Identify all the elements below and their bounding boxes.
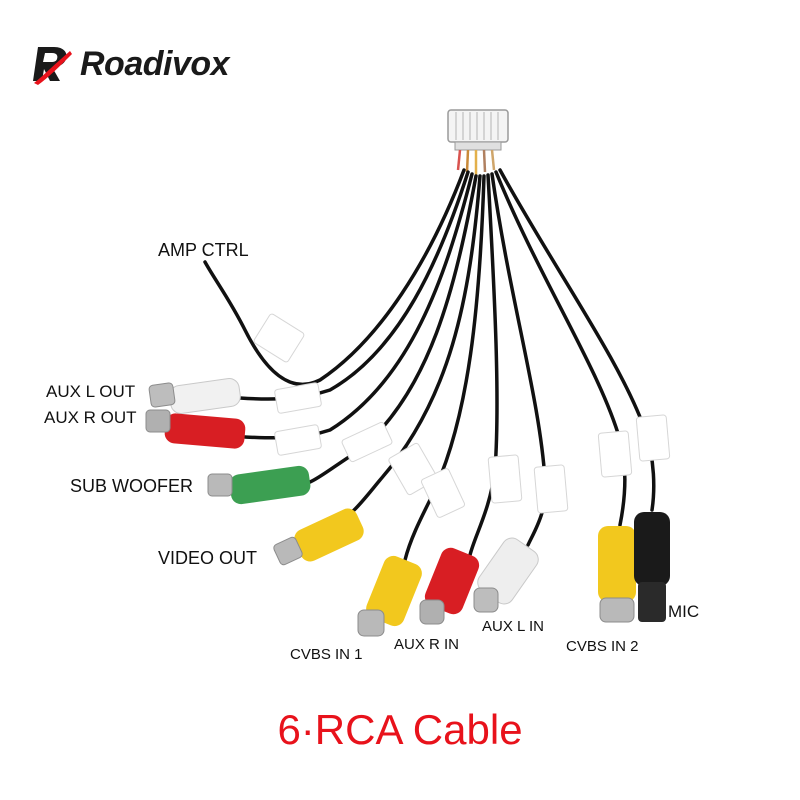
label-amp-ctrl: AMP CTRL bbox=[158, 240, 249, 260]
cable-mic bbox=[498, 168, 656, 512]
label-cvbs-in-1: CVBS IN 1 bbox=[290, 646, 363, 663]
plug-aux-l-in bbox=[473, 537, 539, 613]
label-sub-woofer: SUB WOOFER bbox=[70, 476, 194, 496]
cable-video-out bbox=[350, 174, 482, 514]
cable-cvbs-in-2 bbox=[494, 170, 627, 527]
product-caption: 6·RCA Cable bbox=[277, 706, 523, 753]
cable-aux-r-in bbox=[468, 173, 499, 557]
label-video-out: VIDEO OUT bbox=[158, 548, 258, 568]
label-aux-r-in: AUX R IN bbox=[394, 636, 460, 653]
harness-connector bbox=[447, 109, 509, 175]
brand-name: Roadivox bbox=[80, 44, 230, 83]
plug-video-out bbox=[273, 508, 364, 566]
plug-mic bbox=[634, 512, 670, 622]
cable-tags bbox=[253, 313, 671, 518]
label-aux-l-out: AUX L OUT bbox=[46, 382, 136, 401]
plug-cvbs-in-2 bbox=[598, 526, 636, 623]
label-mic: MIC bbox=[668, 602, 700, 621]
cable-cvbs-in-1 bbox=[403, 174, 486, 562]
cable-aux-l-in bbox=[490, 172, 548, 547]
plug-aux-r-in bbox=[419, 547, 480, 625]
brand-logo: Roadivox bbox=[30, 38, 230, 90]
label-cvbs-in-2: CVBS IN 2 bbox=[566, 638, 639, 655]
cable-sub-woofer bbox=[308, 174, 478, 484]
plug-cvbs-in-1 bbox=[357, 555, 422, 637]
plug-sub-woofer bbox=[207, 465, 311, 505]
plug-aux-r-out bbox=[145, 409, 246, 449]
cable-aux-l-out bbox=[238, 170, 470, 401]
roadivox-logo-icon bbox=[33, 47, 72, 85]
plug-aux-l-out bbox=[148, 378, 241, 414]
label-aux-l-in: AUX L IN bbox=[482, 618, 544, 635]
label-aux-r-out: AUX R OUT bbox=[44, 408, 137, 427]
